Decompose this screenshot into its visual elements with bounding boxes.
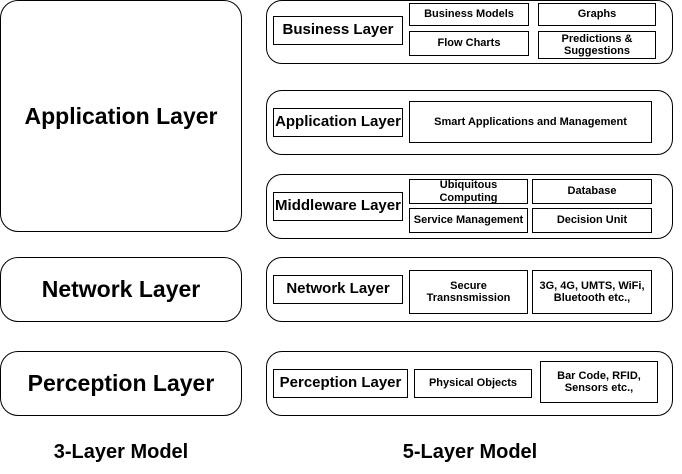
secure-transmission-box: Secure Transnsmission: [409, 270, 528, 314]
flow-charts-box: Flow Charts: [409, 31, 529, 56]
perception-layer-label: Perception Layer: [273, 369, 408, 398]
sensors-box: Bar Code, RFID, Sensors etc.,: [540, 361, 658, 403]
connectivity-box: 3G, 4G, UMTS, WiFi, Bluetooth etc.,: [532, 270, 652, 314]
three-layer-perception-label: Perception Layer: [27, 370, 215, 396]
three-layer-perception: Perception Layer: [0, 351, 242, 416]
three-layer-network: Network Layer: [0, 257, 242, 322]
three-layer-network-label: Network Layer: [41, 276, 201, 302]
decision-unit-box: Decision Unit: [532, 208, 652, 233]
predictions-suggestions-box: Predictions & Suggestions: [538, 31, 656, 59]
graphs-box: Graphs: [538, 3, 656, 26]
three-layer-caption: 3-Layer Model: [53, 441, 189, 463]
business-layer-label: Business Layer: [273, 16, 403, 45]
five-layer-caption: 5-Layer Model: [402, 441, 538, 463]
application-layer-label: Application Layer: [273, 108, 403, 137]
physical-objects-box: Physical Objects: [414, 369, 532, 398]
business-models-box: Business Models: [409, 3, 529, 26]
service-management-box: Service Management: [409, 208, 528, 233]
middleware-layer-label: Middleware Layer: [273, 192, 403, 221]
database-box: Database: [532, 179, 652, 204]
three-layer-application: Application Layer: [0, 0, 242, 232]
three-layer-application-label: Application Layer: [24, 102, 218, 129]
ubiquitous-computing-box: Ubiquitous Computing: [409, 179, 528, 204]
network-layer-label: Network Layer: [273, 275, 403, 304]
smart-applications-box: Smart Applications and Management: [409, 101, 652, 143]
